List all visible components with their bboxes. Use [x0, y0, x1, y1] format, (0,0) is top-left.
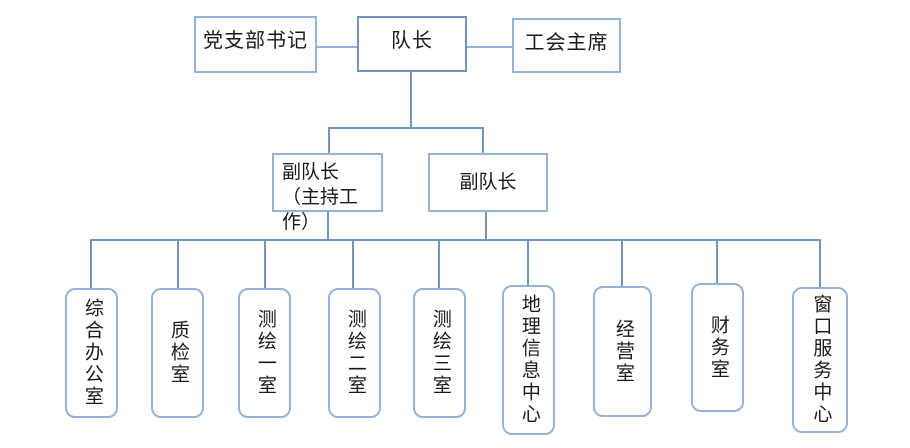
node-label: 副队长 — [459, 172, 517, 193]
connector-drop-dept-5 — [438, 239, 440, 289]
node-label: 窗口服务中心 — [810, 294, 832, 426]
node-label: 工会主席 — [524, 32, 609, 54]
node-label: 质检室 — [167, 320, 189, 386]
node-label: 财务室 — [707, 314, 729, 381]
node-label: 经营室 — [612, 318, 634, 385]
node-label: 地理信息中心 — [518, 294, 540, 426]
node-department-operations: 经营室 — [593, 286, 652, 417]
node-department-general-office: 综合办公室 — [65, 288, 118, 418]
connector-leader-union-chairman — [467, 46, 512, 48]
node-leader: 队长 — [357, 16, 467, 72]
connector-leader-down — [410, 72, 412, 128]
node-label: 测绘二室 — [344, 309, 366, 397]
node-deputy-leader-presiding: 副队长（主持工作） — [272, 153, 383, 233]
node-department-surveying-1: 测绘一室 — [238, 288, 291, 418]
node-department-geographic-info-center: 地理信息中心 — [502, 285, 555, 435]
connector-deputy-presiding-to-bus — [327, 212, 329, 240]
connector-drop-dept-9 — [819, 239, 821, 288]
node-label: 综合办公室 — [81, 298, 103, 408]
node-label: 队长 — [391, 30, 433, 52]
node-department-finance: 财务室 — [691, 283, 744, 412]
connector-drop-deputy-presiding — [328, 127, 330, 154]
node-union-chairman: 工会主席 — [512, 18, 621, 73]
connector-level2-horizontal — [328, 127, 484, 129]
connector-drop-dept-2 — [177, 239, 179, 289]
node-department-surveying-3: 测绘三室 — [413, 288, 466, 418]
connector-bus-line — [90, 239, 821, 241]
node-label: 党支部书记 — [203, 30, 308, 52]
connector-drop-dept-7 — [621, 239, 623, 287]
node-department-surveying-2: 测绘二室 — [328, 288, 381, 418]
connector-drop-deputy — [482, 127, 484, 154]
connector-drop-dept-3 — [264, 239, 266, 289]
node-party-secretary: 党支部书记 — [194, 16, 317, 73]
node-label: 测绘一室 — [254, 309, 276, 397]
connector-drop-dept-8 — [716, 239, 718, 284]
connector-drop-dept-4 — [352, 239, 354, 289]
node-deputy-leader: 副队长 — [428, 153, 548, 212]
node-department-quality-inspection: 质检室 — [151, 288, 204, 418]
connector-drop-dept-1 — [90, 239, 92, 289]
node-label: 测绘三室 — [429, 309, 451, 397]
connector-deputy-to-bus — [485, 212, 487, 240]
connector-drop-dept-6 — [527, 239, 529, 286]
node-label: 副队长（主持工作） — [282, 162, 359, 234]
node-department-service-window-center: 窗口服务中心 — [792, 287, 848, 433]
connector-party-secretary-leader — [317, 46, 357, 48]
